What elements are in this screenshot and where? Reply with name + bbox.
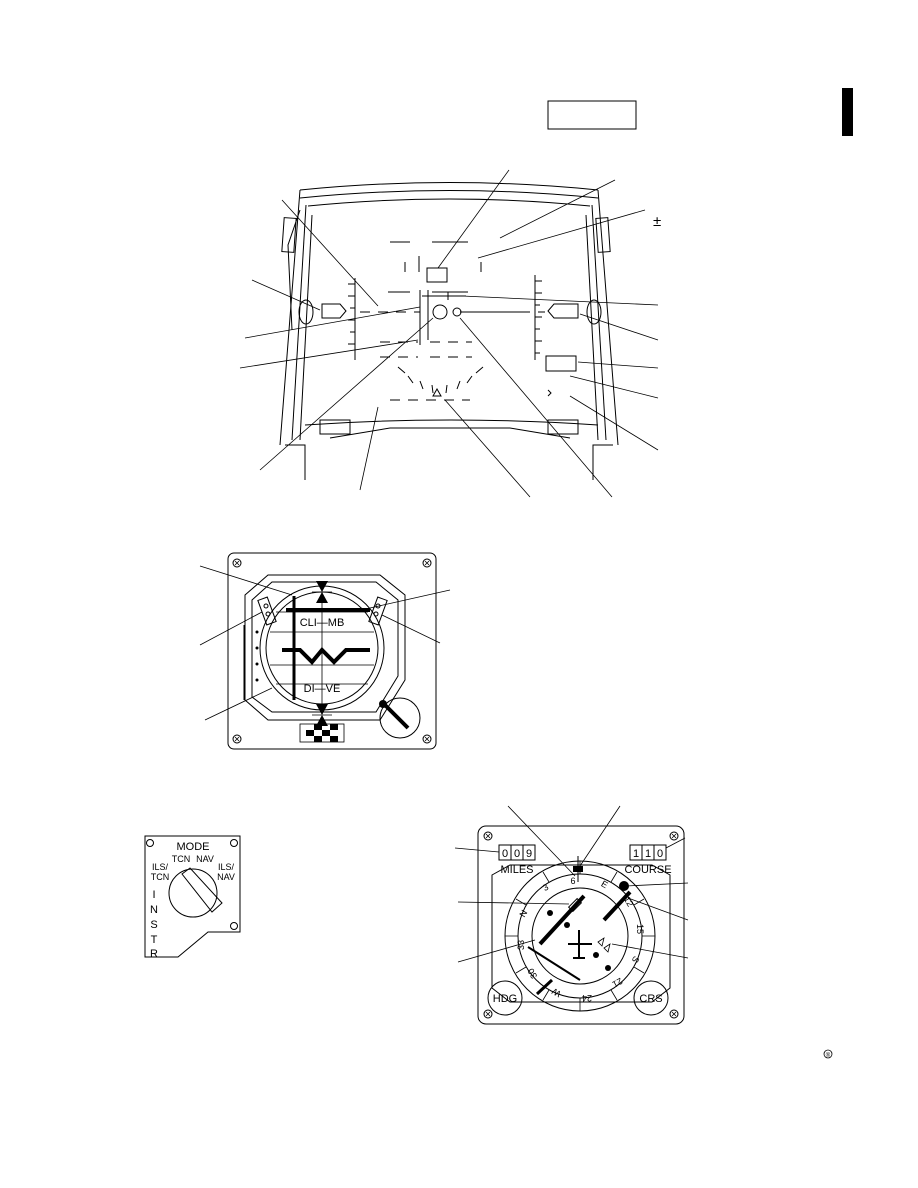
mode-ils-nav-label-line2: NAV <box>217 872 235 882</box>
adi-instrument <box>227 552 437 750</box>
hsi-crs-knob-label: CRS <box>639 993 662 1005</box>
mode-nav-label: NAV <box>196 854 214 864</box>
hud-canopy-view <box>279 182 619 480</box>
hud-callout-leaders <box>239 169 659 498</box>
compass-east: E <box>599 879 609 891</box>
compass-12: 12 <box>622 895 636 909</box>
hsi-course-label: COURSE <box>624 864 671 876</box>
compass-15: 15 <box>635 924 645 934</box>
hsi-callout-leaders <box>454 805 689 963</box>
registered-mark: ® <box>826 1052 831 1059</box>
mode-selector-panel <box>144 835 241 958</box>
compass-north: N <box>517 908 529 919</box>
mode-tcn-label: TCN <box>172 854 191 864</box>
hsi-hdg-knob-label: HDG <box>493 993 517 1005</box>
adi-dive-label: DI—VE <box>304 683 341 695</box>
adi-callout-leaders <box>199 565 451 721</box>
instr-letter-4: T <box>151 934 158 946</box>
compass-33: 33 <box>516 940 526 950</box>
mode-ils-tcn-label-line2: TCN <box>151 872 170 882</box>
instr-letter-5: R <box>150 948 158 960</box>
hud-plus-minus-label: ± <box>653 213 661 230</box>
hsi-miles-digit-1: 0 <box>502 848 508 860</box>
compass-30: 30 <box>526 967 540 981</box>
registered-mark-circle <box>823 1049 833 1059</box>
hsi-miles-label: MILES <box>500 864 533 876</box>
instr-letter-2: N <box>150 904 158 916</box>
mode-ils-tcn-label-line1: ILS/ <box>152 862 169 872</box>
compass-21: 21 <box>611 976 625 990</box>
hsi-course-digit-3: 0 <box>657 848 663 860</box>
mode-title: MODE <box>177 841 210 853</box>
hsi-course-digit-2: 1 <box>645 848 651 860</box>
compass-west: W <box>550 986 563 999</box>
instr-letter-3: S <box>150 919 157 931</box>
compass-24: 24 <box>582 993 592 1003</box>
compass-6: 6 <box>570 876 575 886</box>
hsi-miles-digit-2: 0 <box>514 848 520 860</box>
figure-title-box <box>547 100 637 130</box>
instr-letter-1: I <box>152 889 155 901</box>
hsi-miles-digit-3: 9 <box>526 848 532 860</box>
mode-ils-nav-label-line1: ILS/ <box>218 862 235 872</box>
compass-south: S <box>630 954 642 964</box>
hsi-course-digit-1: 1 <box>633 848 639 860</box>
compass-3: 3 <box>541 882 550 893</box>
adi-climb-label: CLI—MB <box>300 617 345 629</box>
page-edge-tab <box>842 88 853 136</box>
hsi-instrument <box>477 825 685 1025</box>
